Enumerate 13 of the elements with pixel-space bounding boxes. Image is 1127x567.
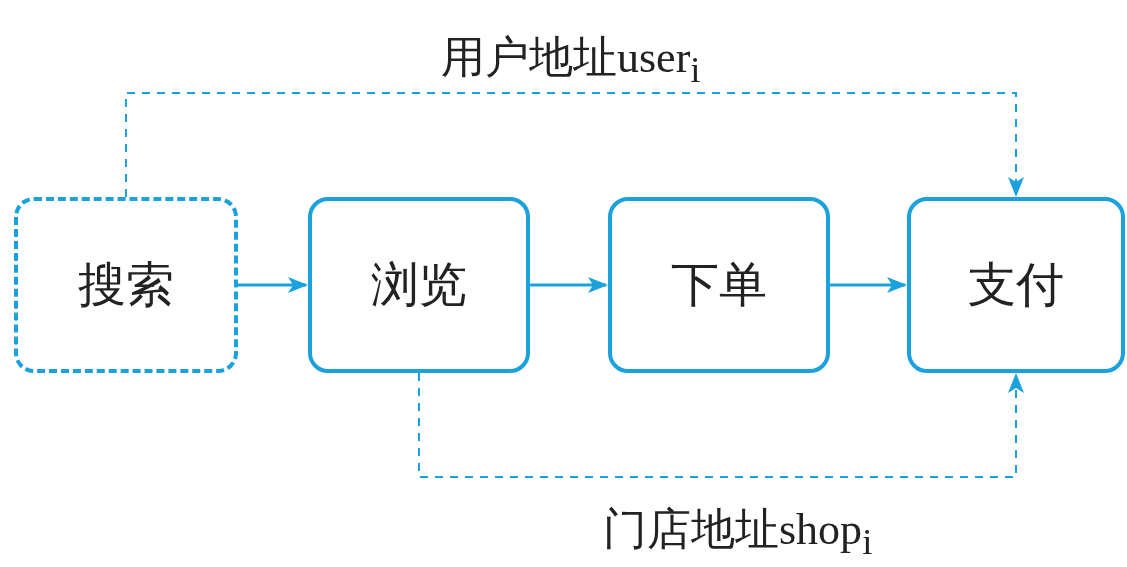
- arrow: [238, 277, 308, 293]
- dashed-arrow: [418, 372, 1024, 478]
- process-box: [308, 197, 530, 373]
- dashed-arrow: [125, 92, 1024, 198]
- node-label: 浏览: [371, 257, 467, 313]
- process-box: [907, 197, 1125, 373]
- process-box: [608, 197, 830, 373]
- node-label: 支付: [968, 257, 1064, 313]
- dashed-process-box: [14, 197, 238, 373]
- node-label: 下单: [671, 257, 767, 313]
- arrow: [530, 277, 608, 293]
- arrow: [830, 277, 907, 293]
- node-label: 搜索: [78, 257, 174, 313]
